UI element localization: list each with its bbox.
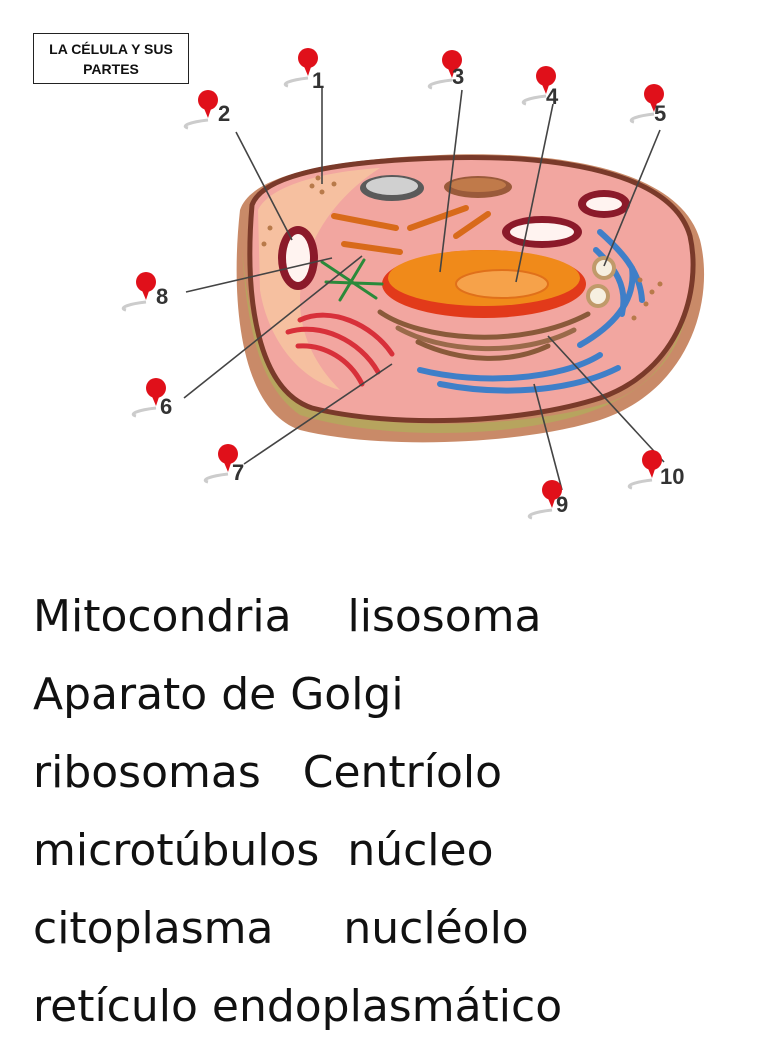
golgi-apparatus bbox=[377, 309, 591, 361]
ribosomes bbox=[261, 175, 663, 321]
pin-marker-icon bbox=[283, 48, 318, 88]
pin-marker-icon bbox=[521, 66, 556, 106]
pin-marker-icon bbox=[203, 444, 238, 484]
word-bank-line: microtúbulos núcleo bbox=[33, 825, 494, 876]
pin-marker-icon bbox=[427, 50, 462, 90]
label-9: 9 bbox=[556, 492, 568, 517]
pin-marker-icon bbox=[527, 480, 562, 520]
pin-marker-icon bbox=[121, 272, 156, 312]
label-10: 10 bbox=[660, 464, 684, 489]
centrioles bbox=[331, 205, 491, 255]
marker-pins bbox=[121, 48, 664, 520]
label-7: 7 bbox=[232, 460, 244, 485]
number-labels: 1 2 3 4 5 6 7 8 9 10 bbox=[156, 64, 684, 517]
worksheet-title: LA CÉLULA Y SUS PARTES bbox=[33, 33, 189, 84]
word-bank-line: retículo endoplasmático bbox=[33, 981, 563, 1032]
pin-marker-icon bbox=[629, 84, 664, 124]
word-bank-line: Mitocondria lisosoma bbox=[33, 591, 542, 642]
word-bank-line: Aparato de Golgi bbox=[33, 669, 404, 720]
label-2: 2 bbox=[218, 101, 230, 126]
vesicles bbox=[360, 175, 616, 308]
label-6: 6 bbox=[160, 394, 172, 419]
microtubules bbox=[320, 258, 384, 302]
rough-er bbox=[285, 312, 395, 387]
nucleolus bbox=[455, 269, 549, 299]
leader-lines bbox=[183, 86, 665, 491]
pin-marker-icon bbox=[183, 90, 218, 130]
word-bank-line: ribosomas Centríolo bbox=[33, 747, 503, 798]
word-bank: Mitocondria lisosoma Aparato de Golgi ri… bbox=[33, 578, 753, 1046]
word-bank-line: citoplasma nucléolo bbox=[33, 903, 529, 954]
label-3: 3 bbox=[452, 64, 464, 89]
animal-cell-diagram: 1 2 3 4 5 6 7 8 9 10 bbox=[121, 48, 705, 520]
label-8: 8 bbox=[156, 284, 168, 309]
pin-marker-icon bbox=[131, 378, 166, 418]
label-4: 4 bbox=[546, 84, 559, 109]
label-5: 5 bbox=[654, 101, 666, 126]
pin-marker-icon bbox=[627, 450, 662, 490]
nucleus bbox=[382, 250, 586, 318]
endoplasmic-reticulum bbox=[417, 229, 645, 394]
label-1: 1 bbox=[312, 68, 324, 93]
